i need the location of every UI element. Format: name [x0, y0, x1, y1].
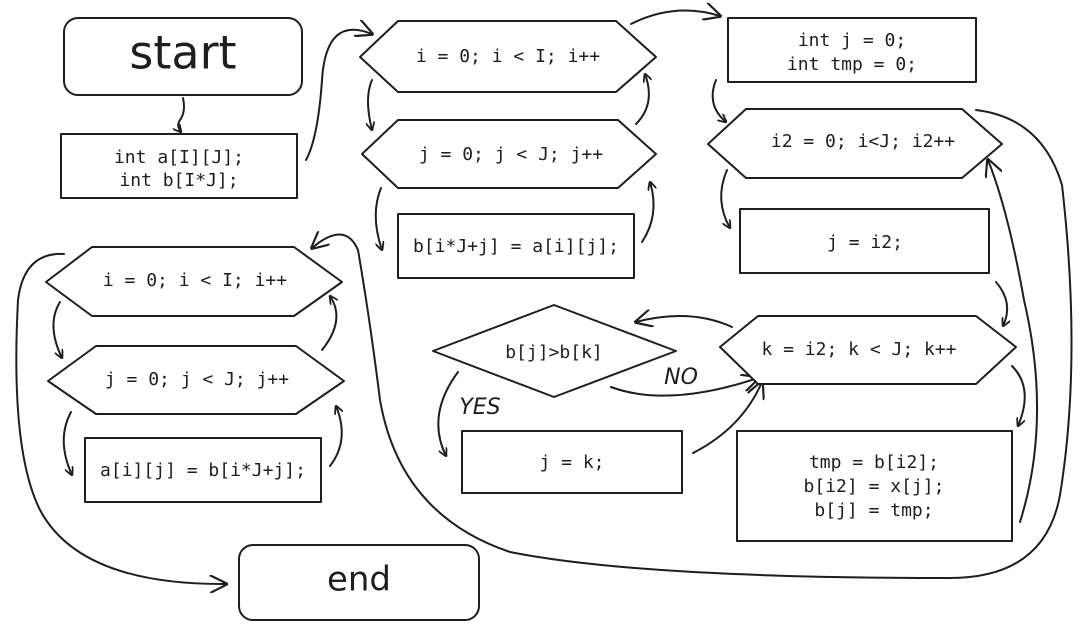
end-node: end [238, 544, 480, 621]
connectors [15, 11, 1073, 584]
arrow-loop-i1-to-init [630, 11, 720, 25]
start-label: start [129, 26, 236, 80]
arrow-init-to-loop-i2 [711, 79, 726, 122]
loop-j3-hexagon: j = 0; j < J; j++ [47, 345, 345, 415]
copy-to-a-label: a[i][j] = b[i*J+j]; [100, 460, 306, 481]
loop-j3-label: j = 0; j < J; j++ [105, 369, 289, 390]
arrow-swap-back-to-loop-i2 [988, 160, 1039, 523]
swap-line-1: tmp = b[i2]; [809, 452, 939, 473]
arrow-loop-i2-exit-to-loop-i3 [312, 109, 1073, 579]
assign-jk-box: j = k; [461, 430, 683, 494]
arrow-assign-jk-to-loop-k [692, 382, 762, 454]
swap-line-2: b[i2] = x[j]; [804, 476, 945, 497]
loop-k-hexagon: k = i2; k < J; k++ [719, 315, 1017, 385]
loop-i1-label: i = 0; i < I; i++ [416, 46, 600, 67]
declarations-box: int a[I][J]; int b[I*J]; [60, 133, 298, 199]
compare-label: b[j]>b[k] [505, 342, 603, 363]
arrow-loop-k-to-swap [1011, 365, 1026, 426]
loop-i3-label: i = 0; i < I; i++ [103, 270, 287, 291]
arrow-compare-yes-to-assign-jk [437, 371, 459, 456]
swap-line-3: b[j] = tmp; [814, 500, 933, 521]
loop-i3-hexagon: i = 0; i < I; i++ [45, 246, 343, 317]
arrow-start-to-decl [178, 97, 185, 132]
loop-j1-hexagon: j = 0; j < J; j++ [361, 119, 657, 189]
arrow-loop-j1-to-copy [374, 187, 382, 250]
init-vars-box: int j = 0; int tmp = 0; [727, 17, 977, 83]
arrow-decl-to-loop-i1 [305, 30, 372, 161]
arrow-loop-k-to-compare [636, 316, 733, 328]
loop-i1-hexagon: i = 0; i < I; i++ [359, 20, 657, 93]
arrow-compare-no-to-loop-k [610, 378, 758, 397]
declarations-line-1: int a[I][J]; [114, 147, 244, 168]
compare-diamond: b[j]>b[k] [432, 304, 677, 398]
loop-k-label: k = i2; k < J; k++ [761, 339, 956, 360]
init-vars-line-2: int tmp = 0; [787, 54, 917, 75]
arrow-assign-j-to-loop-k [995, 281, 1007, 326]
assign-j-label: j = i2; [827, 232, 903, 253]
init-vars-line-1: int j = 0; [798, 30, 906, 51]
assign-jk-label: j = k; [539, 452, 604, 473]
start-node: start [63, 17, 303, 96]
no-branch-label: NO [664, 365, 698, 390]
arrow-loop-i3-exit-to-end [15, 252, 226, 584]
arrow-loop-i1-to-loop-j1 [368, 79, 372, 130]
arrow-loop-i2-to-assign-j [720, 169, 730, 228]
end-label: end [327, 560, 391, 600]
arrow-copy-a-back-to-loop-j3 [329, 406, 342, 467]
swap-box: tmp = b[i2]; b[i2] = x[j]; b[j] = tmp; [736, 430, 1013, 542]
loop-i2-hexagon: i2 = 0; i<J; i2++ [707, 108, 1003, 179]
copy-to-b-label: b[i*J+j] = a[i][j]; [413, 236, 619, 257]
loop-i2-label: i2 = 0; i<J; i2++ [771, 131, 955, 152]
arrow-loop-i3-to-loop-j3 [52, 301, 62, 358]
declarations-line-2: int b[I*J]; [119, 170, 238, 191]
arrow-loop-j3-back-to-loop-i3 [321, 296, 336, 351]
yes-branch-label: YES [459, 395, 500, 420]
copy-to-a-box: a[i][j] = b[i*J+j]; [84, 437, 322, 503]
loop-j1-label: j = 0; j < J; j++ [419, 144, 603, 165]
copy-to-b-box: b[i*J+j] = a[i][j]; [397, 213, 635, 279]
arrow-copy-back-to-loop-j1 [641, 182, 654, 243]
arrow-loop-j1-back-to-loop-i1 [635, 74, 649, 125]
assign-j-box: j = i2; [739, 208, 990, 274]
arrow-loop-j3-to-copy-a [62, 411, 72, 475]
